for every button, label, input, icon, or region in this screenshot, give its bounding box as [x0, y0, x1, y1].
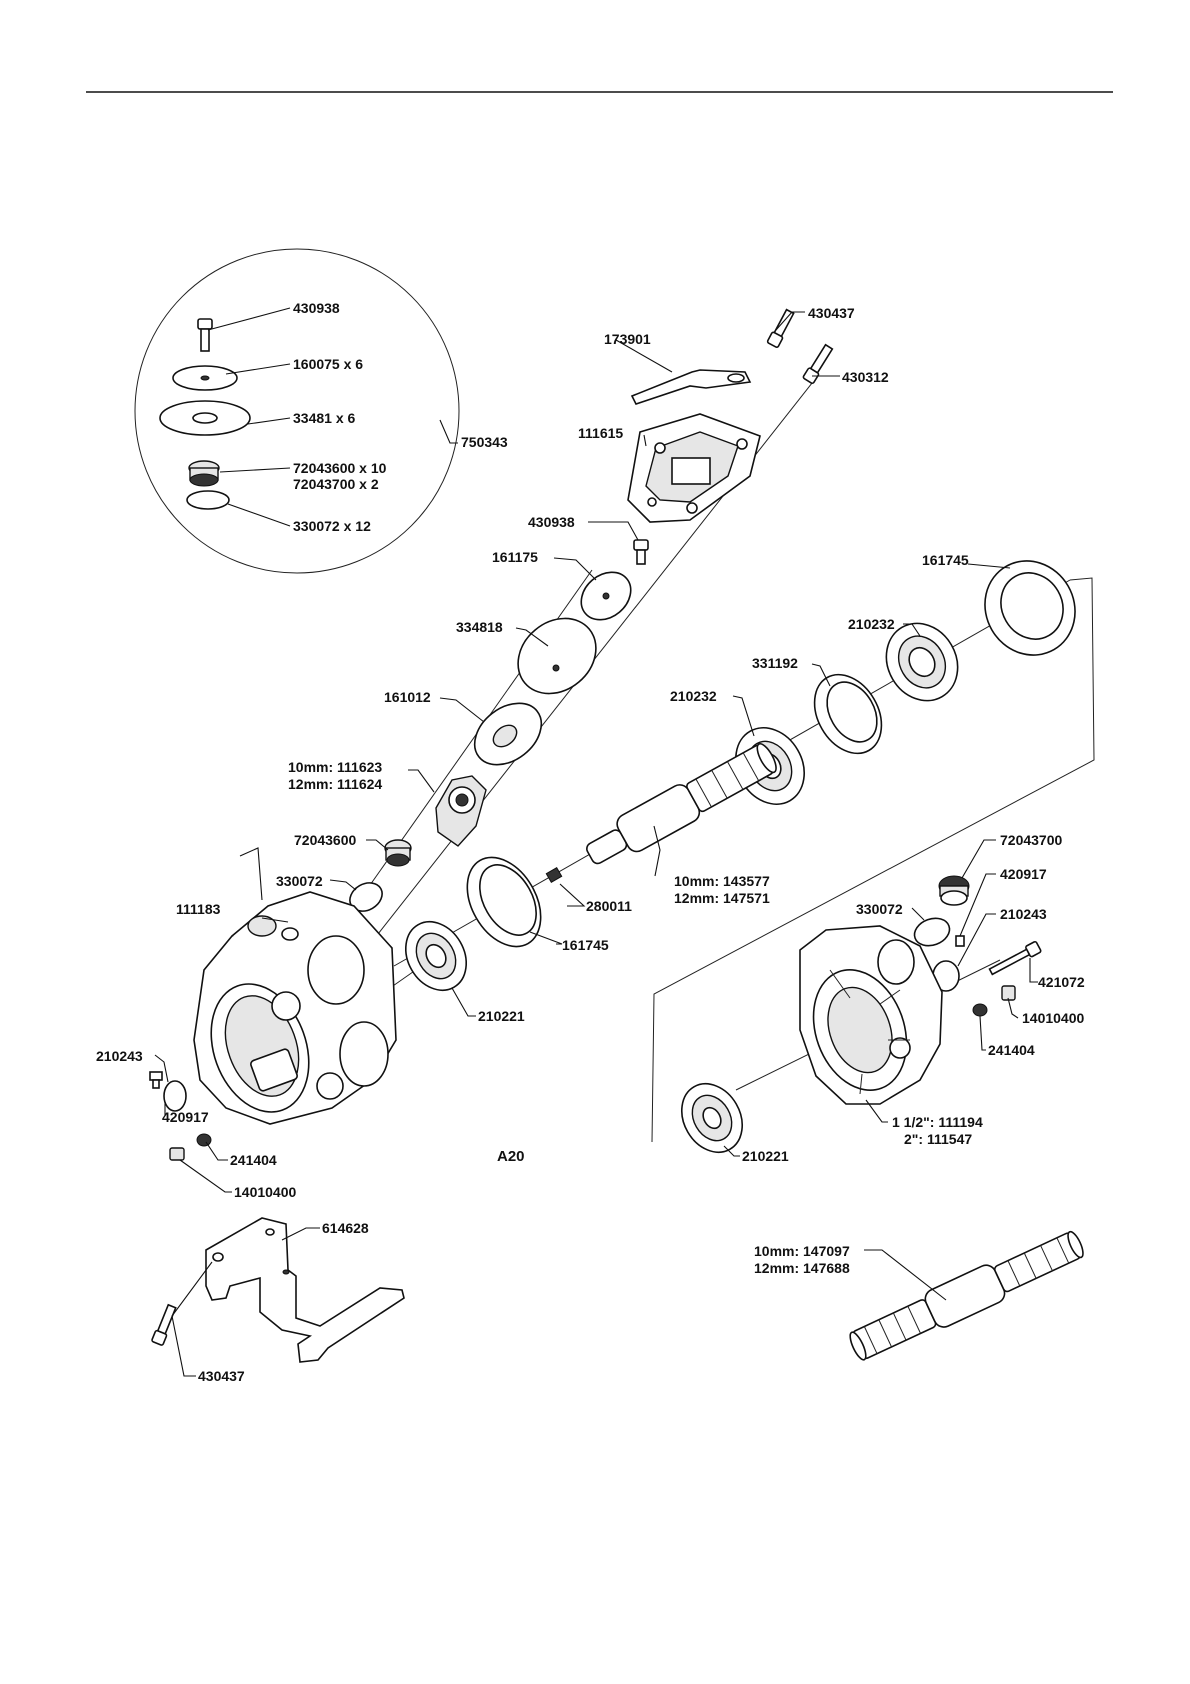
label-280011: 280011: [586, 898, 632, 914]
plug-72043600-kit: [188, 460, 220, 487]
label-111624: 12mm: 111624: [288, 776, 382, 792]
label-210232-lower: 210232: [670, 688, 717, 704]
label-420917-right: 420917: [1000, 866, 1047, 882]
housing-111194: [799, 925, 943, 1105]
label-72043700: 72043700: [1000, 832, 1063, 848]
label-430938: 430938: [528, 514, 575, 530]
label-111183: 111183: [176, 901, 221, 917]
label-111547: 2": 111547: [904, 1131, 972, 1147]
right-assembly: 72043700 420917 330072 210243 421072 140…: [681, 832, 1085, 1164]
screw-420917-left: [149, 1071, 163, 1089]
label-161175: 161175: [492, 549, 538, 565]
housing-111623: [435, 775, 487, 847]
bracket-614628: [205, 1217, 405, 1363]
bolt-430938-kit: [197, 318, 213, 352]
label-430938-kit: 430938: [293, 300, 340, 316]
label-331192: 331192: [752, 655, 798, 671]
bolt-430312: [802, 343, 834, 385]
label-420917-left: 420917: [162, 1109, 209, 1125]
shaft-assembly: 161745 210232 331192 210232 10mm: 143577…: [393, 552, 1095, 1143]
label-750343: 750343: [461, 434, 508, 450]
bolt-430938-small: [633, 539, 649, 565]
label-111615: 111615: [578, 425, 623, 441]
oring-330072-kit: [186, 490, 230, 510]
nipple-280011: [545, 866, 563, 884]
label-210221-left: 210221: [478, 1008, 525, 1024]
plug-72043600: [384, 839, 412, 867]
kit-circle: [134, 248, 460, 574]
label-14010400-left: 14010400: [234, 1184, 297, 1200]
label-334818: 334818: [456, 619, 503, 635]
label-a20: A20: [497, 1148, 525, 1165]
label-147571: 12mm: 147571: [674, 890, 770, 906]
label-147688: 12mm: 147688: [754, 1260, 850, 1276]
bolt-430437-top: [766, 308, 795, 348]
seal-210243-left: [163, 1080, 187, 1112]
label-210232-upper: 210232: [848, 616, 895, 632]
left-assembly: 430437 173901 430312 111615 430938 16117…: [96, 305, 889, 1200]
shaft-147097-group: 10mm: 147097 12mm: 147688: [754, 1230, 1084, 1361]
label-421072: 421072: [1038, 974, 1085, 990]
label-430312: 430312: [842, 369, 889, 385]
plug-72043700: [938, 875, 970, 906]
washer-241404-left: [196, 1133, 212, 1147]
label-430437-top: 430437: [808, 305, 855, 321]
gasket-334818: [517, 617, 597, 695]
label-210243-left: 210243: [96, 1048, 143, 1064]
label-330072-right: 330072: [856, 901, 903, 917]
bracket-614628-group: 614628 430437: [151, 1217, 405, 1384]
label-72043700-x2: 72043700 x 2: [293, 476, 379, 492]
gearbox-housing-111183: [193, 891, 397, 1125]
oring-330072-right: [913, 917, 951, 947]
bolt-421072: [988, 940, 1042, 976]
washer-241404-right: [972, 1003, 988, 1017]
label-173901: 173901: [604, 331, 651, 347]
cover-111615: [627, 413, 761, 523]
label-147097: 10mm: 147097: [754, 1243, 850, 1259]
label-330072-left: 330072: [276, 873, 323, 889]
label-33481: 33481 x 6: [293, 410, 355, 426]
label-111623: 10mm: 111623: [288, 759, 382, 775]
plug-14010400-left: [169, 1147, 185, 1161]
kit-750343-group: 430938 160075 x 6 33481 x 6 72043600 x 1…: [134, 248, 508, 574]
label-72043600-x10: 72043600 x 10: [293, 460, 387, 476]
label-210243-right: 210243: [1000, 906, 1047, 922]
shaft-147097: [849, 1230, 1084, 1361]
label-241404-left: 241404: [230, 1152, 277, 1168]
label-143577: 10mm: 143577: [674, 873, 770, 889]
label-210221-right: 210221: [742, 1148, 789, 1164]
label-330072-x12: 330072 x 12: [293, 518, 371, 534]
label-111194: 1 1/2": 111194: [892, 1114, 983, 1130]
label-160075: 160075 x 6: [293, 356, 363, 372]
label-241404-right: 241404: [988, 1042, 1035, 1058]
bracket-173901: [630, 369, 752, 405]
screw-420917-right: [955, 935, 965, 947]
shaft-143577: [586, 742, 777, 865]
label-161745-lower: 161745: [562, 937, 609, 953]
label-72043600: 72043600: [294, 832, 357, 848]
label-614628: 614628: [322, 1220, 369, 1236]
label-430437-bottom: 430437: [198, 1368, 245, 1384]
label-161012: 161012: [384, 689, 431, 705]
bolt-430437-bottom: [151, 1303, 177, 1346]
label-14010400-right: 14010400: [1022, 1010, 1085, 1026]
label-161745-upper: 161745: [922, 552, 969, 568]
